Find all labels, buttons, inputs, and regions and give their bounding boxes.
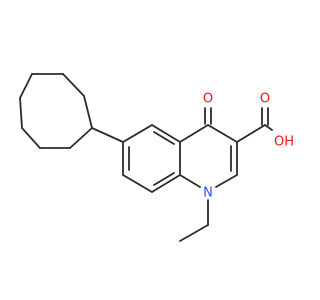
bond — [215, 174, 238, 188]
ring-nitrogen-label: N — [203, 186, 213, 201]
bond — [153, 172, 175, 186]
carbonyl-oxygen-label: O — [203, 92, 213, 107]
bond — [207, 124, 238, 143]
bond — [179, 124, 209, 143]
bond — [19, 73, 33, 99]
bond — [264, 124, 273, 131]
bond — [122, 124, 153, 143]
chemical-structure-diagram: O O OH N — [19, 73, 294, 242]
pyridone-ring — [179, 124, 238, 188]
acid-carbonyl-oxygen-label: O — [260, 92, 270, 107]
bond — [122, 174, 153, 193]
bond — [151, 174, 181, 193]
structure-canvas: O O OH N — [19, 73, 294, 242]
benzene-ring — [122, 124, 181, 193]
ethyl-group — [179, 199, 209, 242]
bond — [62, 73, 85, 97]
bond — [179, 224, 209, 242]
bond — [91, 127, 124, 143]
bond — [179, 174, 201, 188]
acid-hydroxyl-label: OH — [274, 135, 294, 150]
bond — [69, 127, 93, 149]
bond — [19, 97, 23, 129]
carboxylic-acid-group — [236, 107, 273, 143]
bond — [83, 95, 93, 129]
bond — [236, 124, 266, 143]
bond — [21, 127, 41, 149]
bond — [151, 124, 181, 143]
cyclooctyl-ring — [19, 73, 93, 149]
bond — [153, 131, 175, 145]
